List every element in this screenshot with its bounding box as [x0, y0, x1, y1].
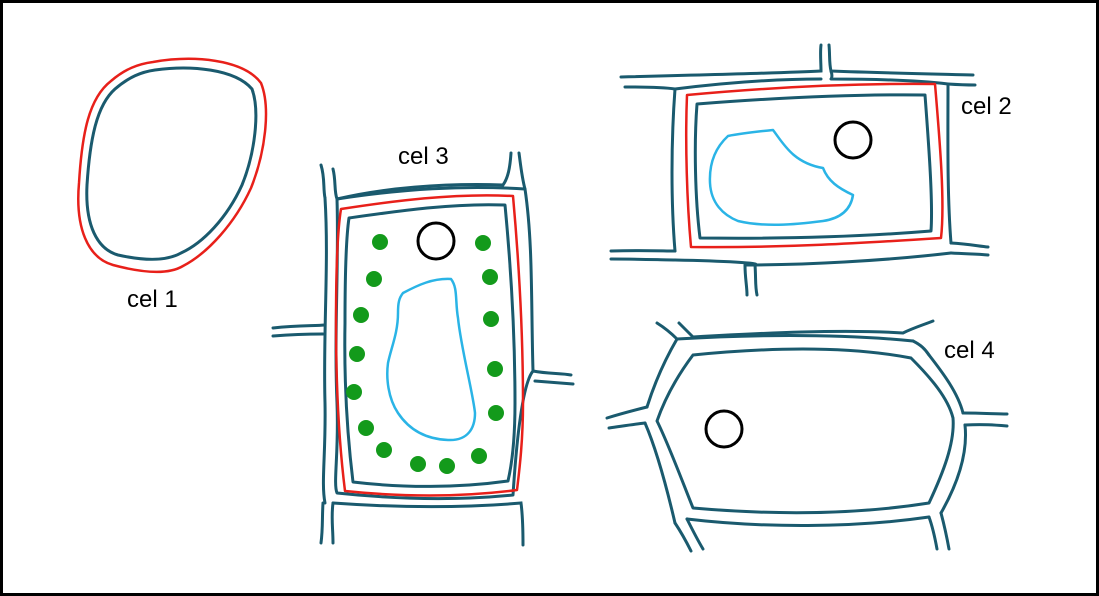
chloroplast: [372, 234, 388, 250]
cel-4-label: cel 4: [944, 337, 995, 364]
cell-3: [271, 151, 575, 547]
chloroplast: [475, 235, 491, 251]
cell-3-inner-wall: [343, 203, 517, 488]
cell-2: [609, 43, 990, 297]
chloroplast: [487, 361, 503, 377]
chloroplast: [482, 269, 498, 285]
chloroplast: [439, 458, 455, 474]
cell-4-nucleus: [704, 409, 744, 449]
cell-diagram: cel 1: [77, 43, 1012, 553]
cell-3-nucleus: [416, 221, 456, 261]
cell-1-membrane: [77, 57, 268, 274]
chloroplast: [488, 405, 504, 421]
cel-3-label: cel 3: [398, 143, 449, 170]
chloroplast: [410, 456, 426, 472]
cell-3-vacuole: [386, 277, 477, 442]
cell-2-inner-wall: [693, 93, 934, 240]
chloroplast: [483, 311, 499, 327]
cell-2-membrane: [684, 82, 944, 249]
chloroplast: [353, 307, 369, 323]
cell-2-nucleus: [833, 120, 873, 160]
cell-4-neighbor-walls: [605, 319, 1009, 553]
chloroplast: [358, 420, 374, 436]
cell-4: [605, 319, 1009, 553]
chloroplast: [346, 384, 362, 400]
chloroplast: [471, 448, 487, 464]
cell-3-chloroplasts: [346, 234, 504, 474]
chloroplast: [376, 442, 392, 458]
chloroplast: [366, 271, 382, 287]
cell-3-outer-wall: [321, 185, 535, 505]
cel-1-label: cel 1: [127, 286, 178, 313]
cell-2-neighbor-walls: [609, 43, 990, 297]
cel-2-label: cel 2: [961, 93, 1012, 120]
cell-3-membrane: [334, 194, 525, 497]
chloroplast: [349, 346, 365, 362]
cell-1: [77, 57, 268, 274]
cell-2-vacuole: [708, 128, 855, 226]
cell-4-inner-wall: [655, 347, 955, 515]
cell-1-wall: [85, 66, 258, 261]
cell-3-neighbor-walls: [271, 151, 575, 547]
cell-4-outer-wall: [643, 334, 968, 527]
cell-2-outer-wall: [670, 69, 953, 267]
